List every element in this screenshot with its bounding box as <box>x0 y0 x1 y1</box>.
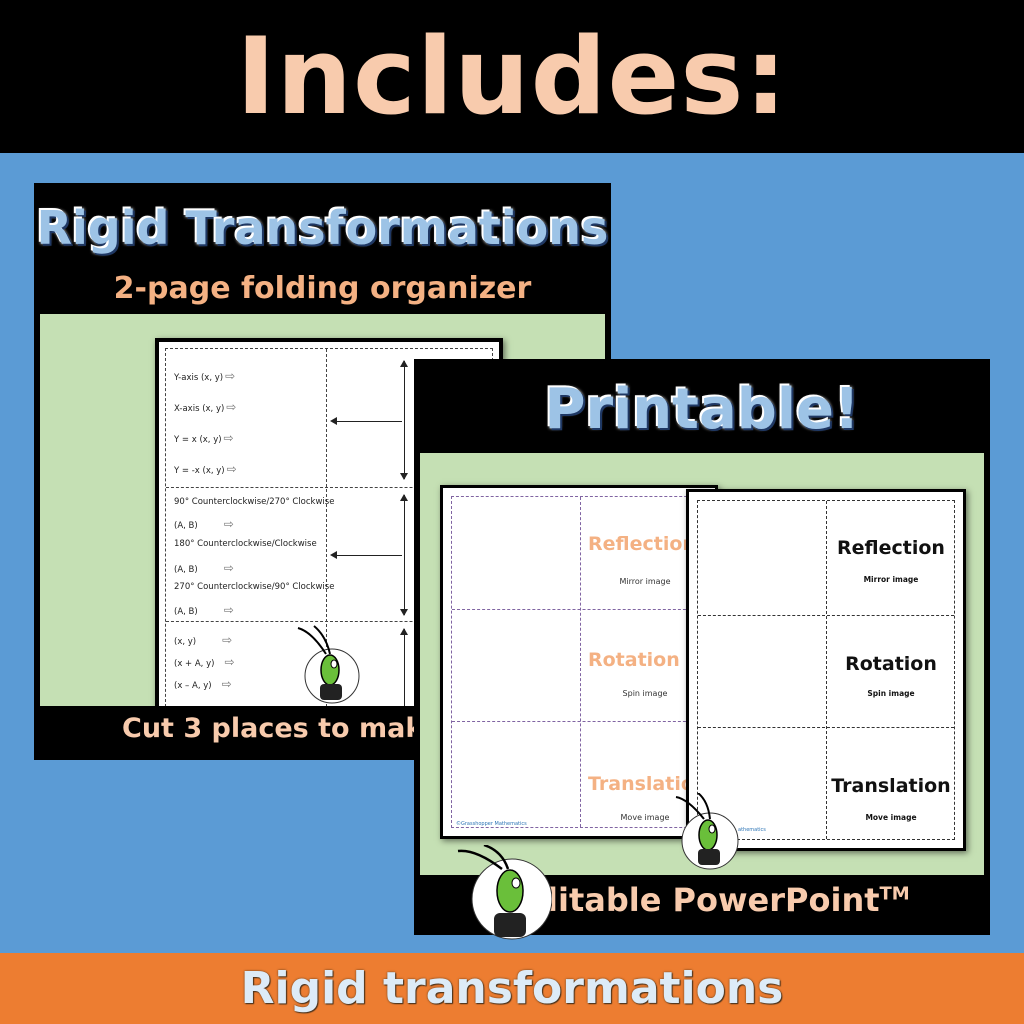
left-arrow-icon <box>330 551 402 559</box>
organizer-line: (A, B)⇨ <box>174 603 234 617</box>
product-title: Rigid transformations <box>240 963 784 1014</box>
card-sheet-color: Reflection Mirror image Rotation Spin im… <box>440 485 718 839</box>
printable-preview-area: Reflection Mirror image Rotation Spin im… <box>420 453 984 875</box>
organizer-line: 180° Counterclockwise/Clockwise <box>174 539 317 549</box>
printable-panel: Printable! Reflection Mirror image Rotat… <box>414 359 990 940</box>
grasshopper-mascot-icon <box>297 625 360 704</box>
organizer-line: Y = x (x, y)⇨ <box>174 431 234 445</box>
card-definition: Mirror image <box>863 575 919 584</box>
includes-heading: Includes: <box>236 15 788 138</box>
double-arrow-icon <box>400 360 408 480</box>
outline-arrow-icon: ⇨ <box>224 655 235 669</box>
outline-arrow-icon: ⇨ <box>223 561 234 575</box>
card-term: Rotation <box>845 653 937 675</box>
outline-arrow-icon: ⇨ <box>225 369 236 383</box>
printable-footer-text: litable PowerPointTM <box>547 881 910 919</box>
card-term: Reflection <box>588 533 696 555</box>
outline-arrow-icon: ⇨ <box>223 431 234 445</box>
organizer-line: 90° Counterclockwise/270° Clockwise <box>174 497 335 507</box>
outline-arrow-icon: ⇨ <box>223 603 234 617</box>
top-banner: Includes: <box>0 0 1024 153</box>
double-arrow-icon <box>400 494 408 616</box>
organizer-subtitle: 2-page folding organizer <box>113 271 532 306</box>
card-term: Rotation <box>588 649 680 671</box>
card-definition: Mirror image <box>619 577 671 586</box>
card-sheet-bw: Reflection Mirror image Rotation Spin im… <box>686 489 966 851</box>
card-term: Translatio <box>588 773 694 795</box>
organizer-footer-text: Cut 3 places to make <box>122 713 441 744</box>
card-definition: Spin image <box>867 689 915 698</box>
outline-arrow-icon: ⇨ <box>221 677 232 691</box>
outline-arrow-icon: ⇨ <box>222 633 233 647</box>
outline-arrow-icon: ⇨ <box>223 517 234 531</box>
card-term: Translation <box>831 775 951 797</box>
organizer-line: Y = -x (x, y)⇨ <box>174 462 237 476</box>
double-arrow-icon <box>400 628 408 706</box>
printable-title: Printable! <box>544 377 860 442</box>
card-definition: Move image <box>620 813 670 822</box>
credit-text: ©Grasshopper Mathematics <box>456 821 527 827</box>
organizer-line: (A, B)⇨ <box>174 561 234 575</box>
organizer-line: 270° Counterclockwise/90° Clockwise <box>174 582 335 592</box>
card-definition: Spin image <box>622 689 668 698</box>
credit-text: athematics <box>738 827 766 833</box>
card-term: Reflection <box>837 537 945 559</box>
organizer-line: Y-axis (x, y)⇨ <box>174 369 236 383</box>
left-arrow-icon <box>330 417 402 425</box>
outline-arrow-icon: ⇨ <box>226 462 237 476</box>
grasshopper-mascot-icon <box>457 845 552 940</box>
organizer-line: (x – A, y)⇨ <box>174 677 232 691</box>
bottom-banner: Rigid transformations <box>0 953 1024 1024</box>
outline-arrow-icon: ⇨ <box>226 400 237 414</box>
organizer-title: Rigid Transformations <box>36 201 609 255</box>
organizer-line: (x + A, y)⇨ <box>174 655 235 669</box>
grasshopper-mascot-icon <box>675 793 739 870</box>
organizer-line: X-axis (x, y)⇨ <box>174 400 237 414</box>
organizer-line: (A, B)⇨ <box>174 517 234 531</box>
card-definition: Move image <box>865 813 917 822</box>
organizer-line: (x, y)⇨ <box>174 633 233 647</box>
